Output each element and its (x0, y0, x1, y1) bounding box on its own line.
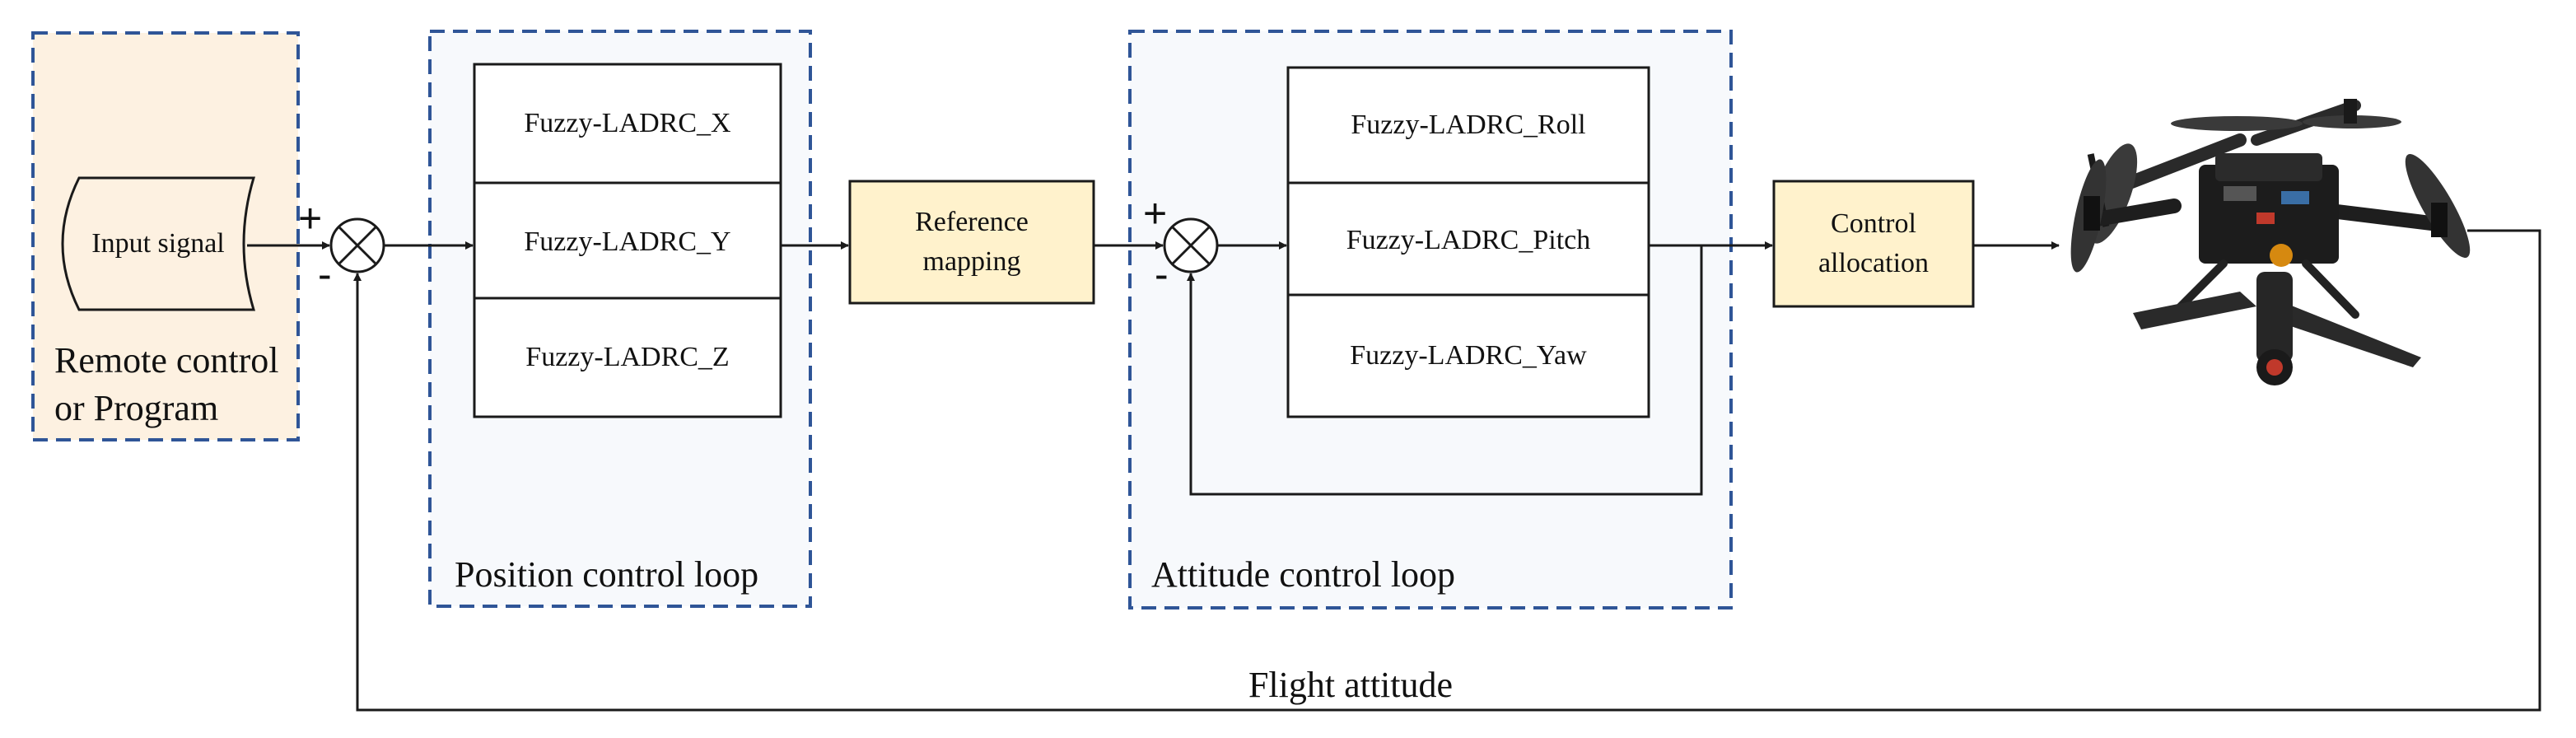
position-controller-z-label: Fuzzy-LADRC_Z (525, 342, 729, 372)
attitude-controller-pitch-label: Fuzzy-LADRC_Pitch (1346, 225, 1591, 255)
attitude-controller-yaw-label: Fuzzy-LADRC_Yaw (1350, 340, 1587, 371)
reference-mapping-block: Reference mapping (848, 180, 1095, 305)
control-allocation-line2: allocation (1818, 248, 1929, 278)
reference-mapping-line2: mapping (923, 246, 1021, 277)
reference-mapping-line1: Reference (915, 207, 1029, 237)
control-allocation-block: Control allocation (1772, 180, 1975, 308)
attitude-controller-yaw (1286, 293, 1650, 418)
outer-flight-attitude-feedback-line (353, 229, 2541, 712)
quadcopter-icon (2070, 99, 2471, 385)
junction-2-plus: + (1143, 190, 1167, 236)
control-allocation-line1: Control (1831, 208, 1916, 239)
attitude-controller-roll-label: Fuzzy-LADRC_Roll (1351, 110, 1585, 140)
junction-2-minus: - (1155, 251, 1169, 297)
position-controller-z (473, 297, 782, 418)
junction-1-plus: + (298, 195, 322, 241)
attitude-controller-roll (1286, 66, 1650, 184)
position-controller-x (473, 63, 782, 184)
attitude-loop-caption: Attitude control loop (1151, 554, 1455, 595)
input-signal-block (61, 176, 256, 311)
position-control-loop: Fuzzy-LADRC_X Fuzzy-LADRC_Y Fuzzy-LADRC_… (428, 30, 812, 608)
signal-lines (247, 229, 2541, 712)
position-controller-y (473, 181, 782, 300)
flight-attitude-label: Flight attitude (1248, 665, 1453, 705)
summing-junction-1: + - (298, 195, 385, 297)
attitude-controller-pitch (1286, 181, 1650, 297)
position-controller-y-label: Fuzzy-LADRC_Y (524, 227, 730, 257)
input-panel-caption-line1: Remote control (54, 340, 279, 381)
attitude-control-loop: + - Fuzzy-LADRC_Roll Fuzzy-LADRC_Pitch F… (1128, 30, 1733, 610)
position-controller-x-label: Fuzzy-LADRC_X (524, 108, 730, 138)
summing-junction-2: + - (1143, 190, 1219, 297)
inner-attitude-feedback-line (1187, 245, 1703, 496)
input-panel-caption-line2: or Program (54, 388, 218, 428)
junction-1-minus: - (318, 251, 332, 297)
input-signal-label: Input signal (91, 228, 224, 259)
input-panel: Input signal Remote control or Program (31, 31, 300, 441)
position-loop-caption: Position control loop (455, 554, 758, 595)
